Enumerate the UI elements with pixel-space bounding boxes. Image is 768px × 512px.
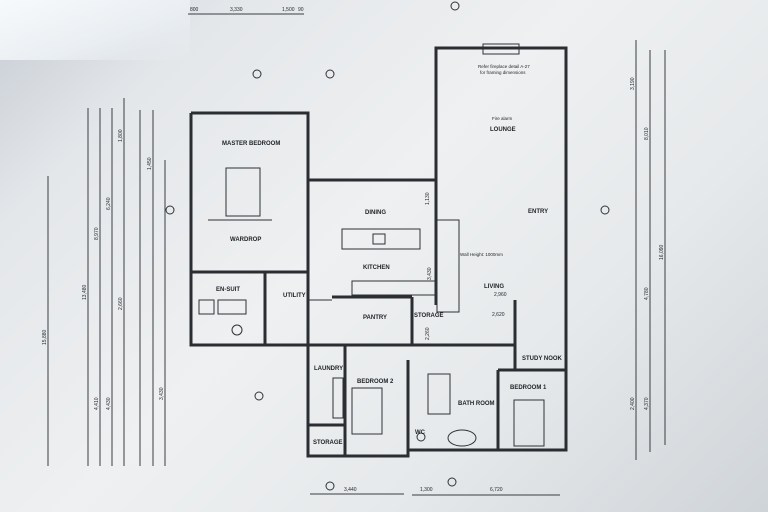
label-pantry: PANTRY (363, 315, 387, 321)
note-fireplace-1: Refer fireplace detail A-27 (478, 64, 530, 69)
dim-left-6: 2,660 (118, 297, 124, 310)
dim-right-1: 8,010 (644, 127, 650, 140)
dim-left-total: 15,880 (42, 329, 48, 345)
kitchen-bench (351, 280, 437, 296)
label-bathroom: BATH ROOM (458, 401, 495, 407)
fixtures (198, 43, 545, 447)
dim-inner-4: 2,260 (425, 327, 431, 340)
dim-bottom-1: 3,440 (344, 487, 357, 493)
outer-wall (189, 46, 568, 458)
ensuite-toilet (231, 324, 243, 336)
fireplace (482, 43, 520, 55)
section-marker-4 (600, 205, 610, 215)
section-marker-1 (252, 69, 262, 79)
dim-top-1: 800 (190, 7, 199, 13)
section-marker-3 (165, 205, 175, 215)
dim-left-9: 3,430 (159, 387, 165, 400)
label-utility: UTILITY (283, 293, 306, 299)
label-study-nook: STUDY NOOK (522, 356, 563, 362)
section-marker-6 (254, 391, 264, 401)
label-storage: STORAGE (313, 440, 343, 446)
dim-bottom-3: 6,720 (490, 487, 503, 493)
dimension-lines (47, 13, 666, 496)
master-bed (225, 167, 261, 217)
note-wall-height: Wall Height: 1000mm (460, 252, 503, 257)
dim-inner-3: 3,430 (427, 267, 433, 280)
label-dining: DINING (365, 210, 386, 216)
kitchen-island (341, 228, 421, 250)
section-marker-2 (325, 69, 335, 79)
vanity-basin (447, 429, 477, 447)
label-entry: ENTRY (528, 209, 548, 215)
note-fire-alarm-lounge: Fire alarm (492, 116, 513, 121)
label-laundry: LAUNDRY (314, 366, 343, 372)
ensuite-vanity (217, 299, 247, 315)
dimension-labels: 800 3,330 1,500 90 3,440 1,300 6,720 2,9… (42, 7, 665, 493)
dim-right-3: 4,370 (644, 397, 650, 410)
cooktop (372, 233, 386, 245)
dim-right-5: 2,400 (630, 397, 636, 410)
dim-left-2: 8,970 (94, 227, 100, 240)
dim-top-4: 90 (298, 7, 304, 13)
label-master-bedroom: MASTER BEDROOM (222, 141, 280, 147)
label-bedroom2: BEDROOM 2 (357, 379, 394, 385)
dim-left-4: 4,410 (94, 397, 100, 410)
dim-inner-5: 1,130 (425, 192, 431, 205)
label-bedroom1: BEDROOM 1 (510, 385, 547, 391)
dim-left-5: 4,430 (106, 397, 112, 410)
label-kitchen: KITCHEN (363, 265, 390, 271)
section-marker-5 (450, 1, 460, 11)
screen-glare (0, 0, 190, 60)
section-markers (165, 1, 610, 491)
label-wc: WC (415, 430, 426, 436)
room-labels: MASTER BEDROOM WARDROP EN-SUIT UTILITY D… (216, 127, 563, 446)
laundry-bench (332, 377, 344, 419)
dim-top-2: 3,330 (230, 7, 243, 13)
dim-bottom-2: 1,300 (420, 487, 433, 493)
wc-toilet (416, 432, 426, 442)
dim-top-3: 1,500 (282, 7, 295, 13)
bathtub (427, 373, 451, 415)
dim-right-2: 4,780 (644, 287, 650, 300)
dim-inner-2: 2,620 (492, 312, 505, 318)
section-marker-7 (325, 481, 335, 491)
dim-right-total: 16,090 (659, 244, 665, 260)
dim-left-1: 13,480 (82, 284, 88, 300)
label-lounge: LOUNGE (490, 127, 516, 133)
label-living: LIVING (484, 284, 504, 290)
dim-left-7: 1,800 (118, 129, 124, 142)
ensuite-shower (198, 299, 215, 315)
label-ensuite: EN-SUIT (216, 287, 240, 293)
dim-inner-1: 2,960 (494, 292, 507, 298)
label-storage-small: STORAGE (414, 313, 444, 319)
staircase (436, 219, 460, 313)
dim-left-8: 1,450 (147, 157, 153, 170)
exterior-walls (189, 46, 568, 458)
label-wardrobe: WARDROP (230, 237, 261, 243)
note-fireplace-2: for framing dimensions (480, 70, 526, 75)
section-marker-8 (447, 477, 457, 487)
dim-right-4: 3,190 (630, 77, 636, 90)
bedroom2-bed (351, 387, 383, 435)
bedroom1-bed (513, 399, 545, 447)
interior-walls (191, 113, 566, 456)
annotations: Refer fireplace detail A-27 for framing … (460, 64, 530, 257)
dim-left-3: 6,240 (106, 197, 112, 210)
